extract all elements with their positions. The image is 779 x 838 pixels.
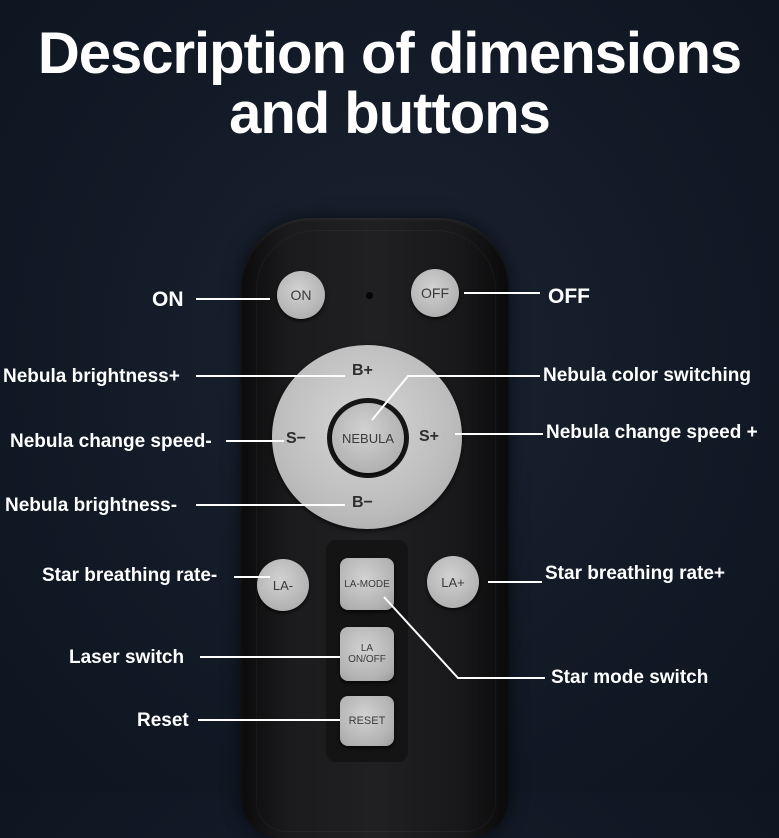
label-nebula-speed-minus: Nebula change speed-	[10, 431, 212, 452]
label-off: OFF	[548, 285, 590, 308]
la-onoff-line-2: ON/OFF	[348, 654, 386, 665]
label-nebula-speed-plus: Nebula change speed +	[546, 422, 758, 443]
reset-button[interactable]: RESET	[340, 696, 394, 746]
nebula-button-surround: NEBULA	[327, 398, 409, 478]
label-nebula-color-switching: Nebula color switching	[543, 365, 751, 386]
la-onoff-line-1: LA	[360, 643, 374, 654]
page-title-line-1: Description of dimensions	[37, 21, 742, 86]
nebula-button[interactable]: NEBULA	[332, 403, 404, 473]
label-star-breathing-plus: Star breathing rate+	[545, 563, 726, 584]
label-nebula-brightness-plus: Nebula brightness+	[3, 366, 180, 387]
la-mode-button[interactable]: LA-MODE	[340, 558, 394, 610]
la-minus-button[interactable]: LA-	[257, 559, 309, 611]
speed-plus-button[interactable]: S+	[419, 428, 440, 445]
brightness-minus-button[interactable]: B−	[352, 494, 373, 511]
label-star-mode-switch: Star mode switch	[551, 667, 709, 688]
label-on: ON	[152, 288, 184, 311]
brightness-plus-button[interactable]: B+	[352, 362, 373, 379]
off-button[interactable]: OFF	[411, 269, 459, 317]
label-nebula-brightness-minus: Nebula brightness-	[5, 495, 178, 516]
label-laser-switch: Laser switch	[69, 647, 185, 668]
ir-sensor	[366, 292, 373, 299]
la-onoff-button[interactable]: LA ON/OFF	[340, 627, 394, 681]
page-title-line-2: and buttons	[229, 81, 551, 146]
speed-minus-button[interactable]: S−	[286, 430, 307, 447]
on-button[interactable]: ON	[277, 271, 325, 319]
label-reset: Reset	[137, 710, 189, 731]
label-star-breathing-minus: Star breathing rate-	[42, 565, 218, 586]
la-plus-button[interactable]: LA+	[427, 556, 479, 608]
